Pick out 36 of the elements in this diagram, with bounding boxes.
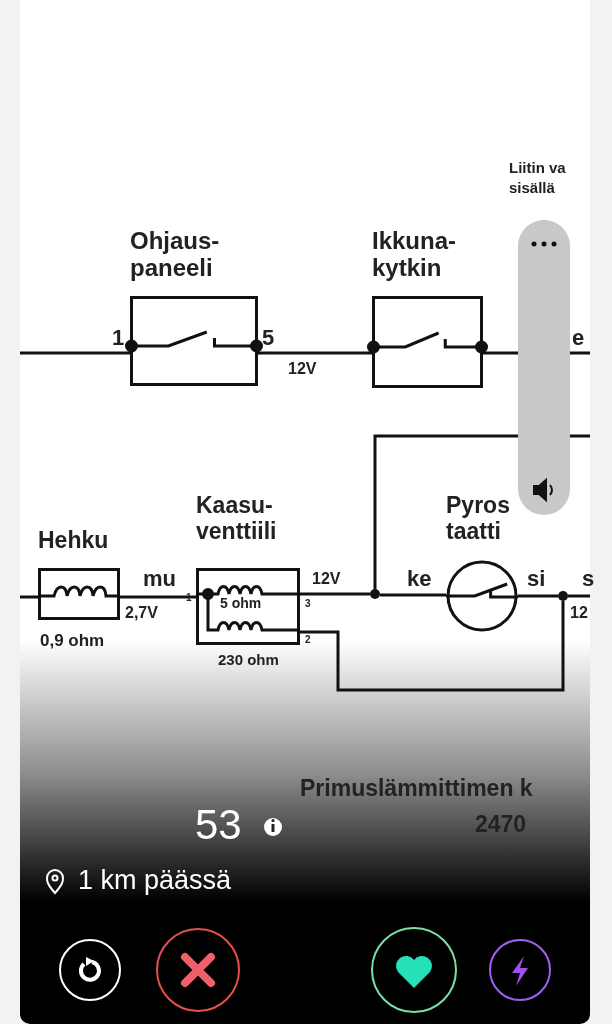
wire [120, 595, 196, 599]
voltage-label: 12 [570, 604, 588, 622]
terminal-label: e [572, 326, 585, 351]
wire [380, 593, 446, 597]
wire [258, 351, 372, 355]
terminal-label: ke [407, 567, 432, 592]
component-label: Pyros taatti [446, 493, 511, 545]
wire [568, 594, 590, 598]
terminal-number: 5 [262, 326, 275, 351]
terminal-number: 3 [305, 598, 311, 609]
wire [300, 592, 370, 596]
junction-dot [370, 589, 380, 599]
wire [20, 595, 38, 599]
resistance-label: 5 ohm [220, 596, 262, 612]
component-label: Hehku [38, 528, 110, 554]
note-text: Primuslämmittimen k [300, 776, 533, 802]
terminal-number: 1 [186, 592, 192, 603]
wire [300, 601, 565, 692]
wire [518, 594, 558, 598]
resistance-label: 0,9 ohm [40, 632, 105, 651]
distance-text: 1 km päässä [78, 866, 232, 896]
component-label: Ikkuna- kytkin [372, 228, 458, 282]
component-label: Ohjaus- paneeli [130, 228, 221, 282]
age-text: 53 [195, 802, 242, 849]
terminal-number: 1 [112, 326, 125, 351]
terminal-label: s [582, 567, 595, 592]
resistance-label: 230 ohm [218, 652, 279, 669]
voltage-label: 2,7V [125, 604, 158, 622]
connector-note: Liitin va sisällä [509, 158, 567, 197]
note-number: 2470 [475, 812, 527, 838]
terminal-label: mu [143, 567, 176, 592]
junction-dot [558, 591, 568, 601]
terminal-number: 2 [305, 634, 311, 645]
component-label: Kaasu- venttiili [196, 493, 278, 545]
terminal-label: si [527, 567, 546, 592]
wire [20, 351, 130, 355]
